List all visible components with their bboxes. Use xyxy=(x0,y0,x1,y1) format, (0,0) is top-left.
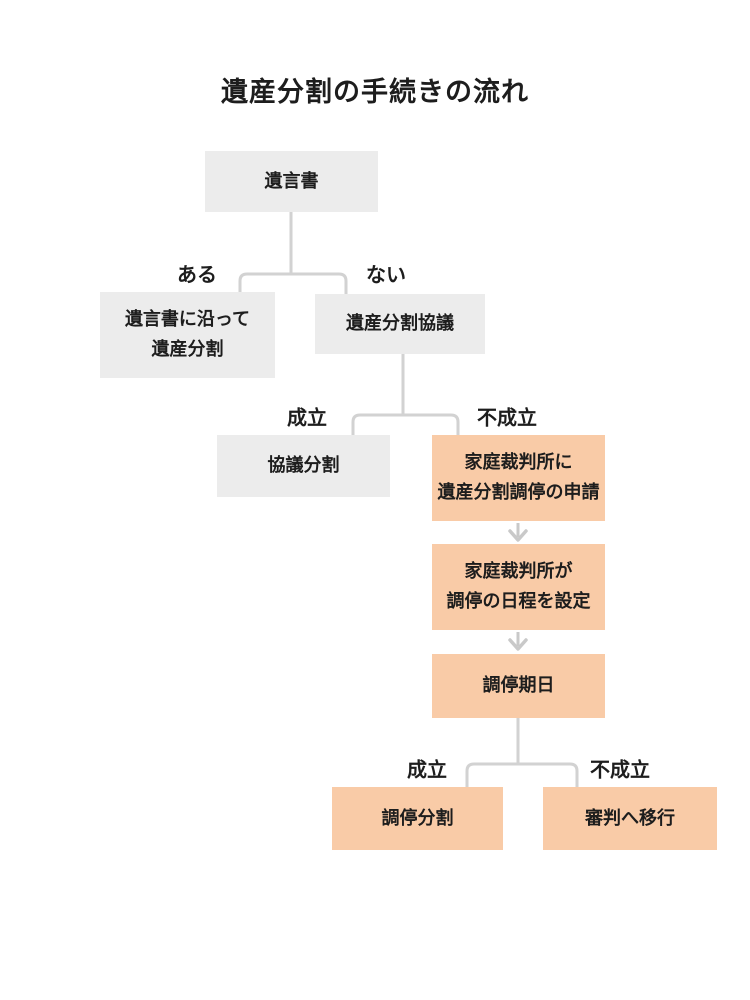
connector-mediation-date-branches xyxy=(465,762,579,788)
edge-label-will-not-exists: ない xyxy=(366,264,406,287)
connector-conference-branches xyxy=(351,413,460,437)
node-mediation-date: 調停期日 xyxy=(432,654,605,718)
node-mediation-division: 調停分割 xyxy=(332,787,503,850)
node-division-conference: 遺産分割協議 xyxy=(315,294,485,354)
edge-label-conference-not-settled: 不成立 xyxy=(477,407,537,430)
edge-label-mediation-not-settled: 不成立 xyxy=(590,759,650,782)
node-divide-per-will: 遺言書に沿って 遺産分割 xyxy=(100,292,275,378)
edge-label-mediation-settled: 成立 xyxy=(407,759,447,782)
node-set-mediation-date: 家庭裁判所が 調停の日程を設定 xyxy=(432,544,605,630)
diagram-title: 遺産分割の手続きの流れ xyxy=(221,77,529,107)
node-will: 遺言書 xyxy=(205,151,378,212)
node-transfer-to-trial: 審判へ移行 xyxy=(543,787,717,850)
node-conference-division: 協議分割 xyxy=(217,435,390,497)
edge-label-will-exists: ある xyxy=(177,264,217,287)
arrowhead-schedule-to-date-icon xyxy=(508,638,528,651)
edge-label-conference-settled: 成立 xyxy=(287,407,327,430)
node-apply-mediation: 家庭裁判所に 遺産分割調停の申請 xyxy=(432,435,605,521)
arrowhead-apply-to-schedule-icon xyxy=(508,529,528,542)
connector-will-branches xyxy=(238,272,348,297)
